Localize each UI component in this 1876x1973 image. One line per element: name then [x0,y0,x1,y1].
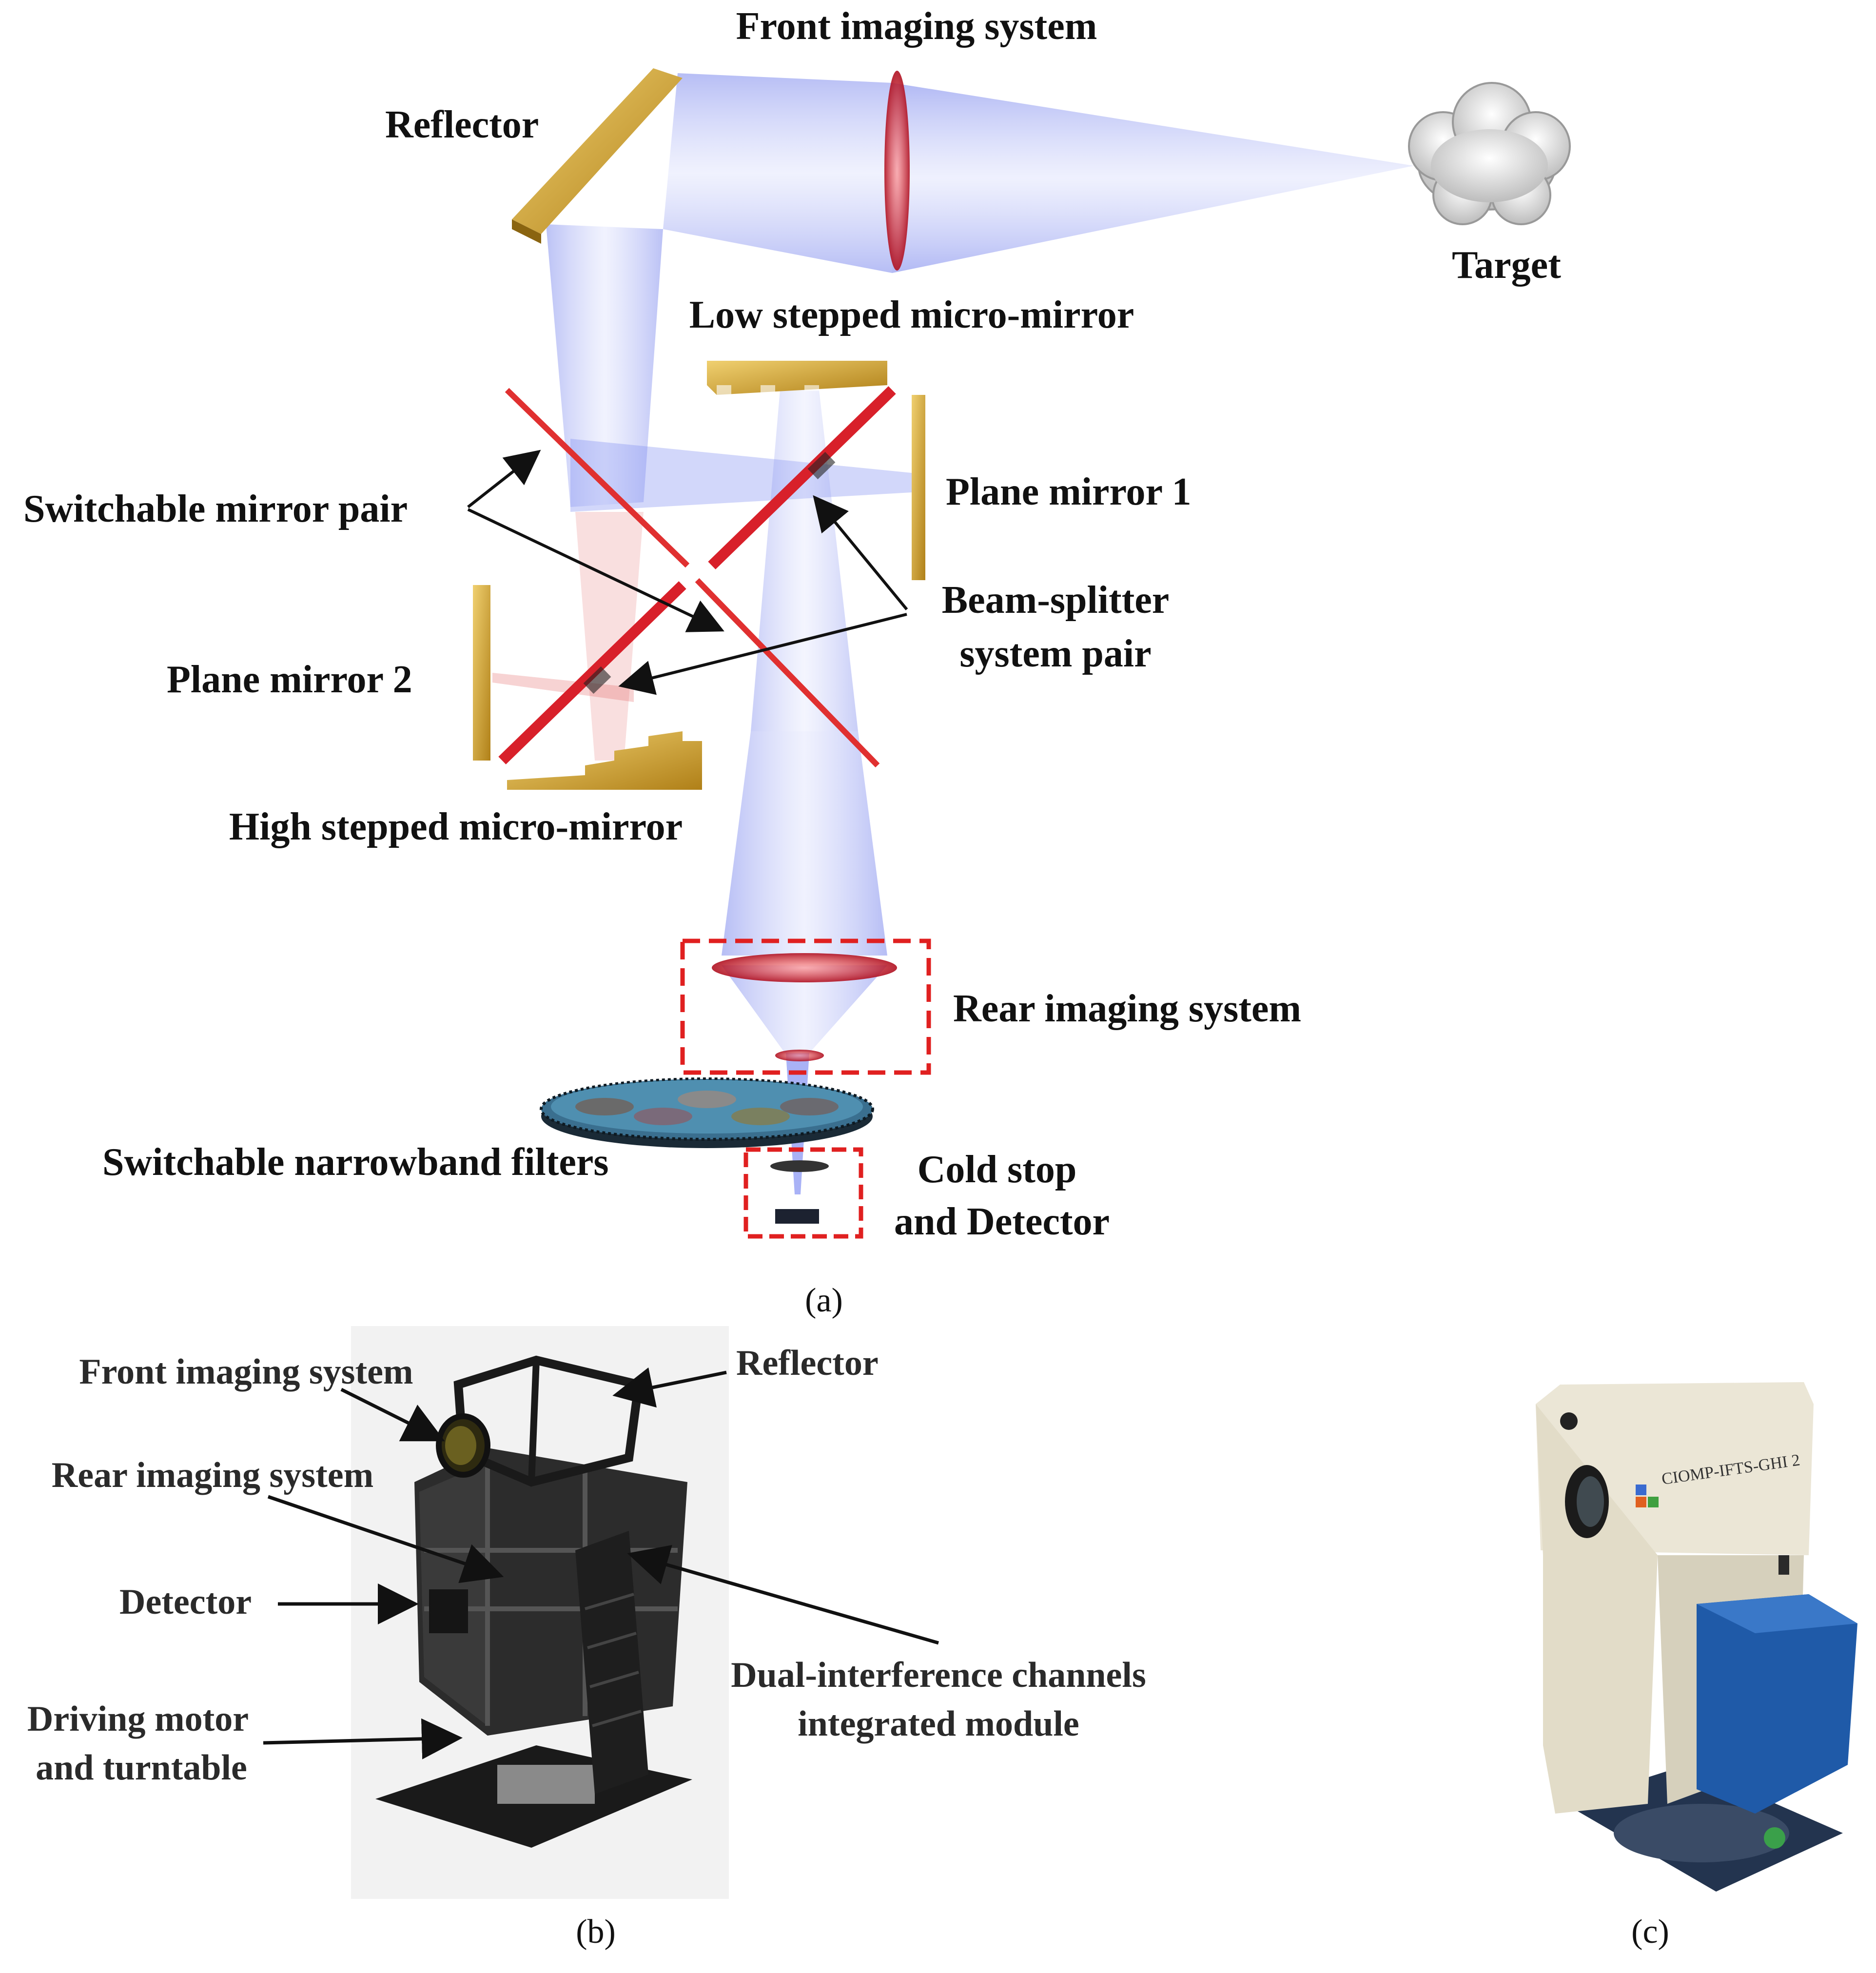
panel-b: Front imaging system Reflector Rear imag… [27,1326,1146,1951]
detector-box [743,1147,863,1239]
caption-a: (a) [805,1282,843,1319]
input-beam [546,73,1414,507]
rear-lens-small [775,1050,824,1061]
panel-b-arrows [263,1367,939,1759]
label-rear-imaging: Rear imaging system [953,987,1301,1030]
label-plane-mirror-1: Plane mirror 1 [946,470,1192,513]
plane-mirror-2 [473,585,490,761]
label-high-stepped: High stepped micro-mirror [229,805,683,848]
instrument-render [375,1355,692,1848]
rear-imaging-box [680,938,931,1075]
label-b-driving-1: Driving motor [27,1699,249,1739]
label-target: Target [1452,244,1561,287]
label-b-front-imaging: Front imaging system [79,1352,413,1392]
high-stepped-micro-mirror [507,731,702,790]
caption-c: (c) [1631,1913,1669,1951]
label-switchable-mirror-pair: Switchable mirror pair [23,488,408,530]
label-reflector: Reflector [385,103,539,146]
beam-splitter-pair [498,386,896,764]
cold-stop [770,1160,829,1172]
annotation-arrows [467,449,908,695]
reflector-mirror [512,68,683,244]
switchable-mirror-pair [505,388,880,768]
label-front-imaging: Front imaging system [736,5,1097,48]
label-b-driving-2: and turntable [36,1748,247,1788]
label-plane-mirror-2: Plane mirror 2 [167,658,412,701]
plane-mirror-1 [912,395,925,580]
label-b-dual-2: integrated module [798,1704,1079,1744]
target-cloud [1408,82,1571,225]
label-b-reflector: Reflector [736,1343,879,1383]
panel-c: CIOMP-IFTS-GHI 2 (c) [1536,1382,1857,1951]
label-filters: Switchable narrowband filters [102,1141,609,1184]
label-b-rear-imaging: Rear imaging system [52,1455,373,1495]
instrument-photo: CIOMP-IFTS-GHI 2 [1536,1382,1857,1892]
label-low-stepped: Low stepped micro-mirror [689,293,1134,336]
label-beam-splitter-2: system pair [959,632,1151,675]
label-cold-stop: Cold stop [918,1148,1077,1191]
label-beam-splitter-1: Beam-splitter [942,579,1170,622]
filter-wheel [540,1077,874,1148]
caption-b: (b) [576,1913,616,1951]
label-b-dual-1: Dual-interference channels [731,1655,1146,1695]
label-b-detector: Detector [119,1582,252,1622]
low-stepped-micro-mirror [707,361,887,395]
panel-a: Front imaging system Reflector Target Lo… [23,5,1571,1319]
label-detector: and Detector [894,1200,1110,1243]
front-lens [884,71,910,271]
detector [775,1209,819,1224]
rear-lens-large [712,953,897,982]
